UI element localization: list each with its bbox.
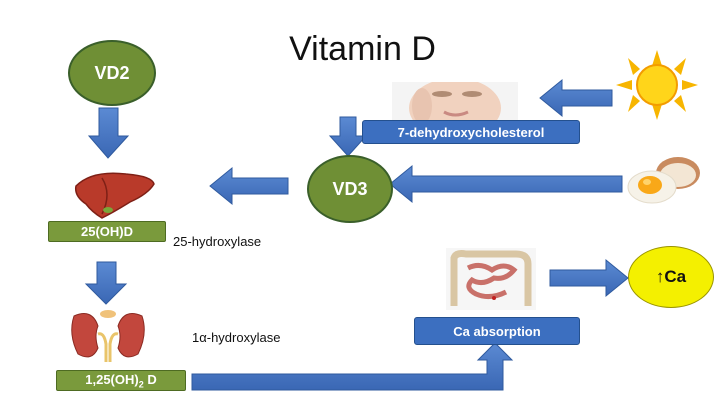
hydroxy25-text: 25(OH)D (80, 224, 133, 239)
calcium-increase-text: ↑Ca (655, 267, 687, 286)
diagram-title: Vitamin D (289, 30, 436, 68)
vd3-label: VD3 (332, 178, 368, 199)
vd3-node: VD3 (307, 155, 393, 223)
liver-icon (72, 168, 158, 222)
arrow-vd3-to-liver (209, 166, 289, 206)
dehydroxycholesterol-text: 7-dehydroxycholesterol (397, 124, 545, 140)
egg-icon (624, 155, 708, 207)
ca-absorption-text: Ca absorption (453, 323, 541, 339)
hydroxylase1a-text: 1α-hydroxylase (192, 330, 281, 345)
calcium-increase-node: ↑Ca (628, 246, 714, 308)
arrow-egg-to-vd3 (389, 164, 623, 204)
intestine-icon (446, 248, 536, 310)
arrow-intestine-to-calcium (549, 258, 629, 298)
arrow-skin-to-vd3 (328, 116, 368, 157)
sun-icon (612, 50, 702, 120)
arrow-sun-to-skin (539, 78, 613, 118)
dehydroxycholesterol-label: 7-dehydroxycholesterol (362, 120, 580, 144)
vd2-node: VD2 (68, 40, 156, 106)
dihydroxy-text: 1,25(OH)2 D (85, 371, 157, 390)
face-icon (392, 78, 518, 138)
dihydroxy-label: 1,25(OH)2 D (56, 370, 186, 391)
hydroxy25-label: 25(OH)D (48, 221, 166, 242)
vd2-label: VD2 (94, 62, 130, 83)
arrow-kidney-to-ca-absorption (191, 342, 514, 391)
hydroxylase25-text: 25-hydroxylase (173, 234, 262, 249)
arrow-liver-to-kidney (84, 261, 128, 305)
ca-absorption-label: Ca absorption (414, 317, 580, 345)
kidney-icon (66, 304, 150, 364)
arrow-vd2-to-liver (87, 107, 130, 159)
